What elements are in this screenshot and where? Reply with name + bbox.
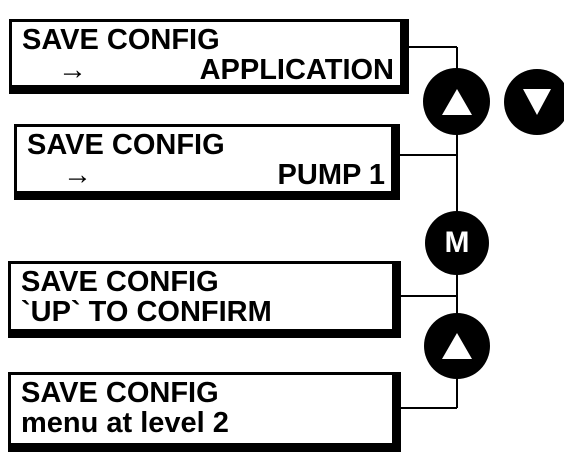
menu-button-label: M [444, 226, 470, 259]
screen-message: menu at level 2 [21, 407, 229, 439]
lcd-screen-pump-1: SAVE CONFIG → PUMP 1 [14, 124, 400, 200]
up-button-confirm[interactable] [424, 313, 490, 379]
up-button[interactable] [423, 68, 490, 135]
screen-message: `UP` TO CONFIRM [21, 296, 272, 328]
screen-title: SAVE CONFIG [27, 129, 225, 161]
screen-title: SAVE CONFIG [21, 377, 219, 409]
down-button[interactable] [504, 69, 564, 135]
triangle-down-icon [523, 89, 551, 115]
right-arrow-icon: → [63, 159, 92, 191]
screen-value: APPLICATION [199, 54, 394, 86]
triangle-up-icon [441, 88, 472, 115]
right-arrow-icon: → [58, 54, 87, 86]
lcd-screen-up-to-confirm: SAVE CONFIG `UP` TO CONFIRM [8, 261, 401, 338]
screen-title: SAVE CONFIG [21, 266, 219, 298]
lcd-screen-application: SAVE CONFIG → APPLICATION [9, 19, 409, 94]
triangle-up-icon [442, 333, 472, 359]
screen-value: PUMP 1 [277, 159, 385, 191]
menu-button[interactable]: M [425, 211, 489, 275]
screen-title: SAVE CONFIG [22, 24, 220, 56]
lcd-screen-menu-level-2: SAVE CONFIG menu at level 2 [8, 372, 401, 452]
